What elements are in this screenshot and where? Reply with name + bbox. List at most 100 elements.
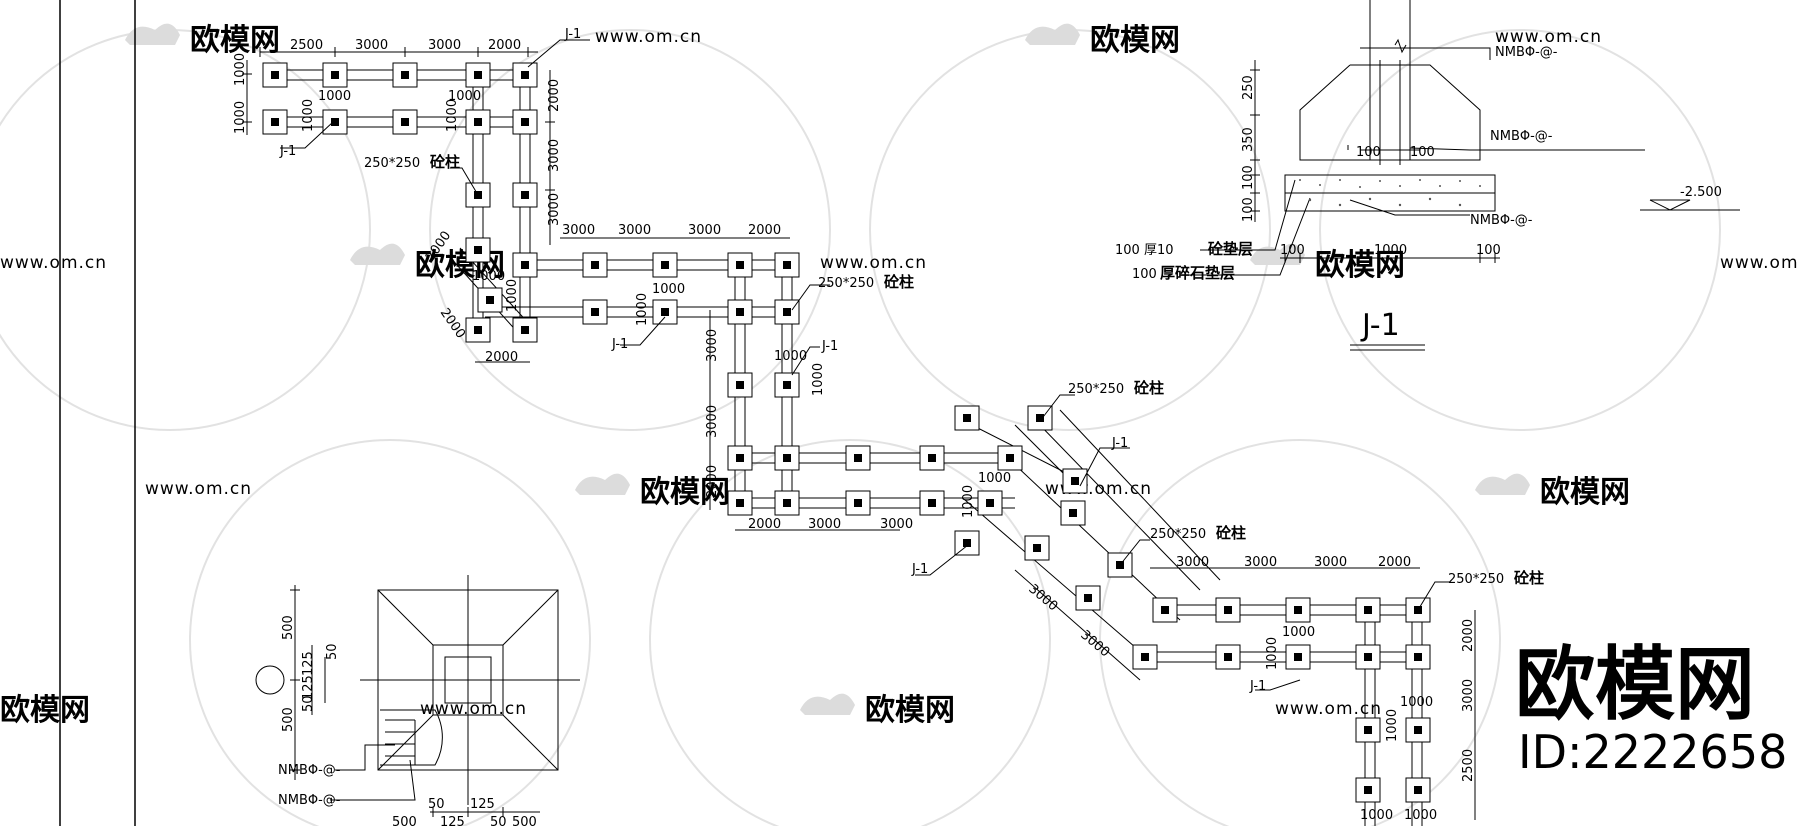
concrete-column: [1225, 654, 1232, 661]
dim-label: 1000: [1400, 695, 1433, 710]
dim-label: 1000: [1282, 625, 1315, 640]
cushion-thickness: 100 厚10: [1115, 243, 1174, 258]
dim-label: 1000: [1404, 808, 1437, 823]
dim-label: 125: [301, 651, 316, 676]
concrete-column: [1365, 654, 1372, 661]
concrete-column: [1085, 595, 1092, 602]
dim-label: 100: [1241, 197, 1256, 222]
footing-plan-labels: 500 500 125 125 50 50 NMBΦ-@- NMBΦ-@- 50…: [278, 615, 537, 826]
j1-label: J-1: [564, 27, 581, 42]
dim-label: 2000: [748, 223, 781, 238]
column-size-label: 250*250: [1150, 527, 1206, 542]
dim-label: 3000: [705, 329, 720, 362]
footing-pad: [583, 253, 607, 277]
dim-label: 2500: [1461, 749, 1476, 782]
footing-pad: [1406, 598, 1430, 622]
concrete-column: [1225, 607, 1232, 614]
concrete-column: [475, 327, 482, 334]
dim-label: 3000: [547, 193, 562, 226]
rebar-label: NMBΦ-@-: [278, 793, 341, 808]
concrete-column: [784, 500, 791, 507]
column-label: 砼柱: [884, 273, 914, 291]
concrete-column: [272, 72, 279, 79]
concrete-column: [522, 262, 529, 269]
j1-label: J-1: [279, 144, 296, 159]
section-title: J-1: [1360, 308, 1400, 343]
concrete-column: [1295, 654, 1302, 661]
watermark-brand: 欧模网: [1540, 475, 1630, 510]
concrete-column: [737, 262, 744, 269]
concrete-column: [1142, 654, 1149, 661]
foundation-plan: [242, 40, 1475, 826]
column-label: 砼柱: [430, 153, 460, 171]
dim-label: 3000: [428, 38, 461, 53]
dim-label: 2500: [290, 38, 323, 53]
concrete-column: [1415, 727, 1422, 734]
concrete-column: [522, 192, 529, 199]
dim-label: 1000: [1385, 709, 1400, 742]
dim-label: 1000: [1265, 637, 1280, 670]
concrete-column: [662, 309, 669, 316]
dim-label: 2000: [1378, 555, 1411, 570]
column-size-label: 250*250: [1068, 382, 1124, 397]
concrete-column: [784, 309, 791, 316]
concrete-column: [1415, 654, 1422, 661]
dim-label: 50: [325, 643, 340, 660]
dim-label: 100: [1280, 243, 1305, 258]
dim-label: 500: [512, 815, 537, 826]
concrete-column: [855, 500, 862, 507]
column-label: 砼柱: [1514, 569, 1544, 587]
concrete-column: [784, 455, 791, 462]
column-size-label: 250*250: [364, 156, 420, 171]
section-j1-labels: NMBΦ-@- NMBΦ-@- NMBΦ-@- -2.500 250 350 1…: [1115, 45, 1722, 343]
column-label: 砼柱: [1216, 524, 1246, 542]
concrete-column: [522, 327, 529, 334]
concrete-column: [964, 415, 971, 422]
dim-label: 50: [301, 695, 316, 712]
concrete-column: [522, 119, 529, 126]
watermark-brand: 欧模网: [1315, 248, 1405, 283]
concrete-column: [522, 72, 529, 79]
dim-label: 500: [392, 815, 417, 826]
j1-label: J-1: [611, 337, 628, 352]
concrete-column: [964, 540, 971, 547]
dim-label: 1000: [448, 89, 481, 104]
watermark-brand: 欧模网: [640, 475, 730, 510]
dim-label: 2000: [705, 465, 720, 498]
footing-pad: [728, 373, 752, 397]
dim-label: 3000: [1461, 679, 1476, 712]
watermark-url: www.om.cn: [145, 479, 252, 499]
watermark-brand: 欧模网: [1090, 23, 1180, 58]
column-label: 砼柱: [1134, 379, 1164, 397]
concrete-column: [737, 309, 744, 316]
footing-pad: [1406, 778, 1430, 802]
concrete-column: [855, 455, 862, 462]
watermark-url: www.om.cn: [820, 253, 927, 273]
rebar-label: NMBΦ-@-: [1490, 129, 1553, 144]
dim-label: 1000: [445, 99, 460, 132]
watermark-brand: 欧模网: [190, 23, 280, 58]
concrete-column: [272, 119, 279, 126]
concrete-column: [1365, 607, 1372, 614]
dim-label: 3000: [1244, 555, 1277, 570]
concrete-column: [1007, 455, 1014, 462]
dim-label: 100: [1356, 145, 1381, 160]
footing-pad: [1133, 645, 1157, 669]
drawing-frame: [60, 0, 135, 826]
brand-overlay: 欧模网 ID:2222658: [1515, 638, 1787, 779]
dim-label: 3000: [1176, 555, 1209, 570]
dim-label: 1000: [811, 363, 826, 396]
section-j1-hatch: [1299, 179, 1481, 207]
dim-label: 1000: [233, 101, 248, 134]
dim-label: 2000: [1461, 619, 1476, 652]
rebar-label: NMBΦ-@-: [1495, 45, 1558, 60]
concrete-column: [475, 119, 482, 126]
gravel-label: 厚碎石垫层: [1160, 264, 1235, 282]
dim-label: 3000: [547, 139, 562, 172]
footing-pad: [775, 446, 799, 470]
concrete-column: [929, 500, 936, 507]
dim-label: 1000: [774, 349, 807, 364]
plan-annotations: J-1 J-1 250*250 砼柱 J-1 250*250 砼柱 J-1 25…: [279, 27, 1544, 694]
j1-label: J-1: [1249, 679, 1266, 694]
